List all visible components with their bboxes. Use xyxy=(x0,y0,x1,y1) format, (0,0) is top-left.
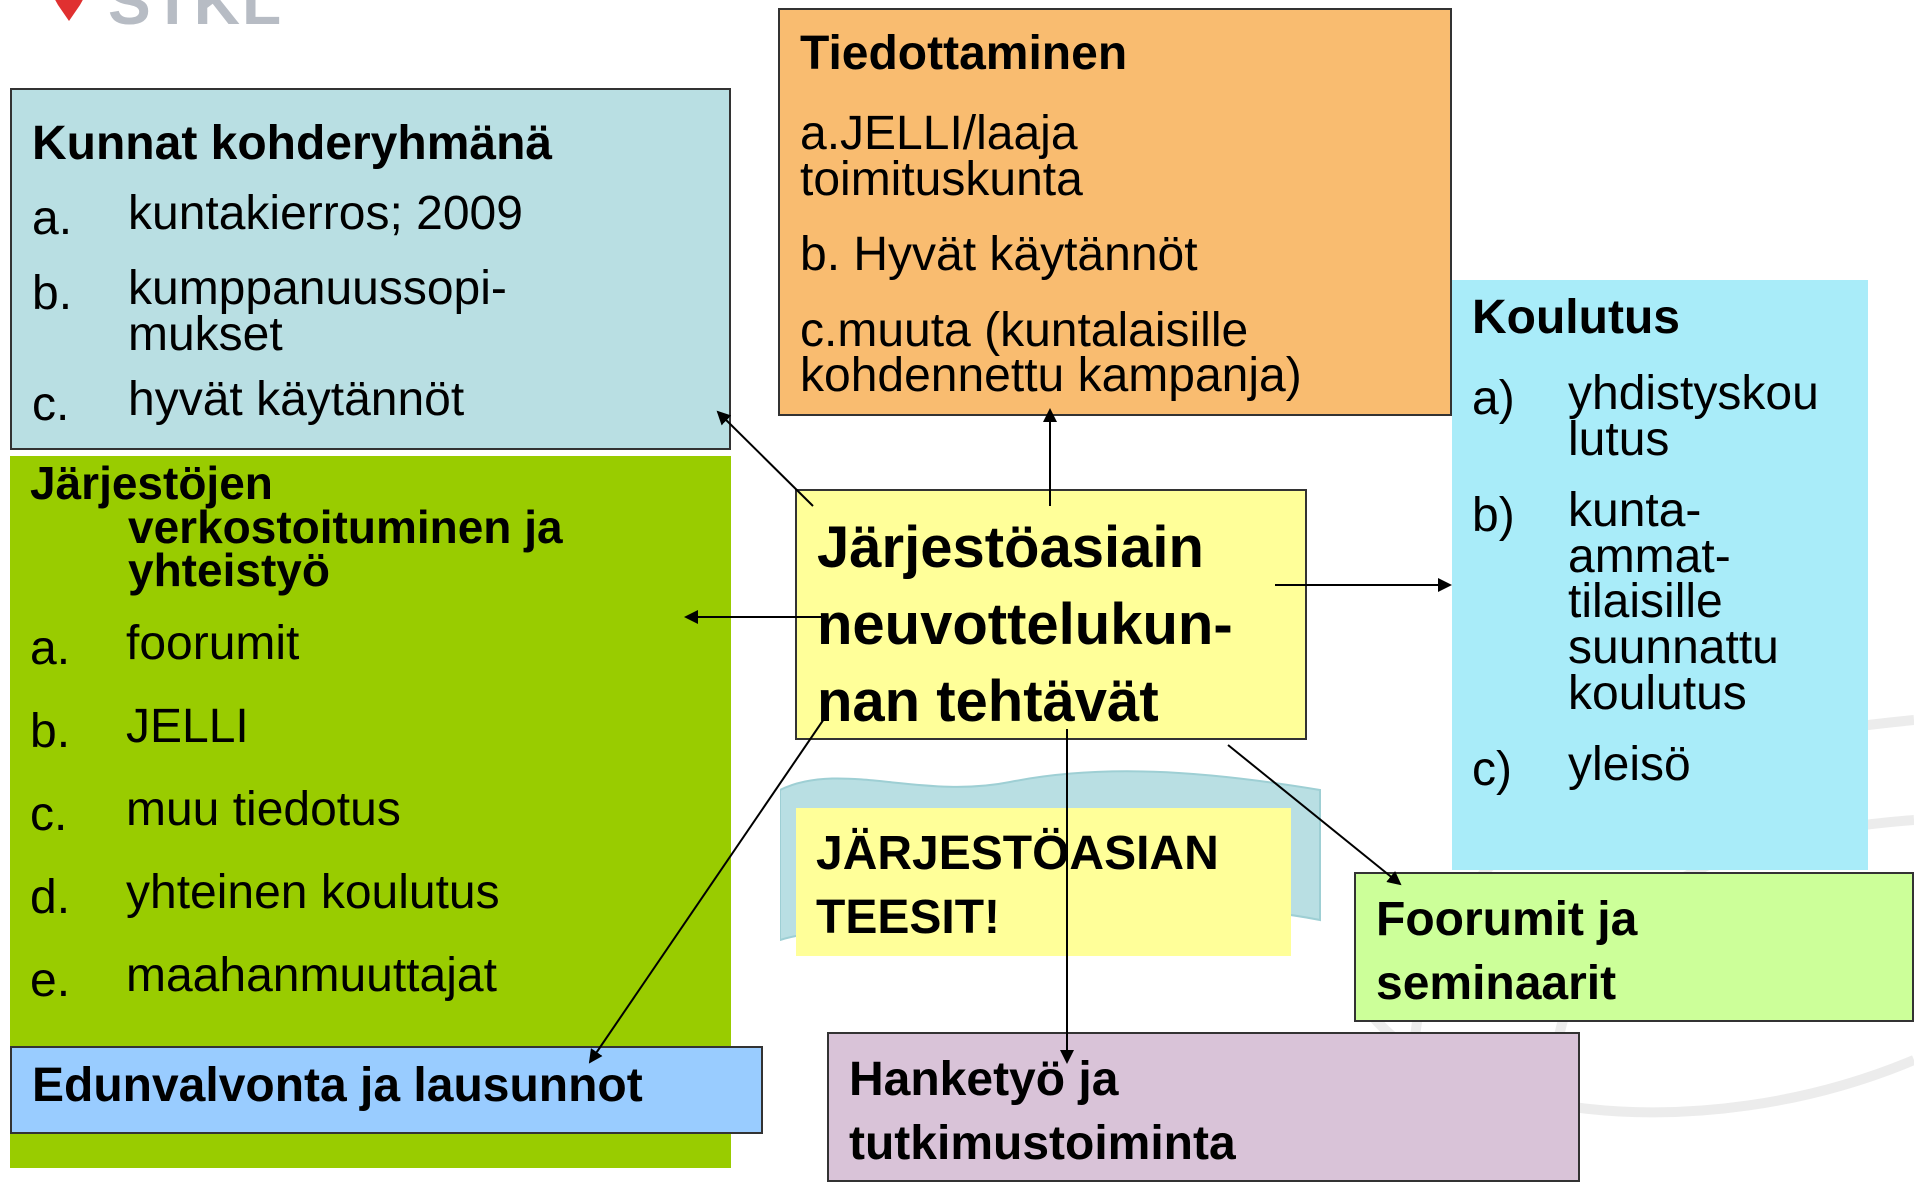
koulutus-item: a) yhdistyskou lutus xyxy=(1472,367,1848,466)
jarjestojen-item-text: maahanmuuttajat xyxy=(126,949,497,1003)
jarjestojen-item-text: JELLI xyxy=(126,700,249,754)
logo-text: STKL xyxy=(108,0,284,38)
kunnat-item: c. hyvät käytännöt xyxy=(32,373,709,432)
kunnat-title: Kunnat kohderyhmänä xyxy=(32,117,553,170)
jarjestojen-item-label: e. xyxy=(30,954,71,1008)
jarjestojen-item-text: yhteinen koulutus xyxy=(126,866,500,920)
tiedottaminen-box: Tiedottaminen a.JELLI/laaja toimituskunt… xyxy=(778,8,1452,416)
arrow-to-edunvalvonta xyxy=(588,715,827,1064)
jarjestojen-title-line: Järjestöjen xyxy=(30,457,273,509)
koulutus-box: Koulutus a) yhdistyskou lutus b) kunta- … xyxy=(1452,280,1868,870)
tiedottaminen-title: Tiedottaminen xyxy=(800,27,1128,80)
jarjestojen-item-label: c. xyxy=(30,788,68,842)
kunnat-item-label: b. xyxy=(32,267,73,320)
jarjestojen-item-label: b. xyxy=(30,705,71,759)
koulutus-item: c) yleisö xyxy=(1472,738,1848,797)
koulutus-title: Koulutus xyxy=(1472,291,1680,344)
center-title: Järjestöasiain neuvottelukun- nan tehtäv… xyxy=(817,515,1233,735)
jarjestojen-item: d. yhteinen koulutus xyxy=(30,866,711,925)
foorumit-box: Foorumit ja seminaarit xyxy=(1354,872,1914,1022)
hanketyo-box: Hanketyö ja tutkimustoiminta xyxy=(827,1032,1580,1182)
kunnat-item-label: a. xyxy=(32,192,73,245)
koulutus-item-text: yleisö xyxy=(1568,738,1691,792)
jarjestojen-item-text: muu tiedotus xyxy=(126,783,401,837)
kunnat-item-label: c. xyxy=(32,378,70,432)
koulutus-item: b) kunta- ammat- tilaisille suunnattu ko… xyxy=(1472,484,1848,720)
arrow-to-foorumit xyxy=(1227,744,1402,886)
jarjestojen-item: a. foorumit xyxy=(30,617,711,676)
kunnat-box: Kunnat kohderyhmänä a. kuntakierros; 200… xyxy=(10,88,731,450)
jarjestojen-item: e. maahanmuuttajat xyxy=(30,949,711,1008)
tiedottaminen-item: c.muuta (kuntalaisille kohdennettu kampa… xyxy=(800,303,1302,403)
tiedottaminen-item: b. Hyvät käytännöt xyxy=(800,228,1198,282)
koulutus-item-text: yhdistyskou lutus xyxy=(1568,367,1819,466)
kunnat-item-text: hyvät käytännöt xyxy=(128,373,465,427)
koulutus-item-label: a) xyxy=(1472,372,1515,425)
jarjestojen-title-line: verkostoituminen ja xyxy=(128,500,563,553)
jarjestojen-title: Järjestöjen verkostoituminen ja yhteisty… xyxy=(30,457,711,597)
kunnat-item-text: kuntakierros; 2009 xyxy=(128,187,523,240)
jarjestojen-title-line: yhteistyö xyxy=(128,544,330,597)
tiedottaminen-item: a.JELLI/laaja toimituskunta xyxy=(800,107,1083,206)
jarjestojen-item: b. JELLI xyxy=(30,700,711,759)
kunnat-item: a. kuntakierros; 2009 xyxy=(32,187,709,246)
teesit-box: JÄRJESTÖASIAN TEESIT! xyxy=(796,808,1291,956)
center-box: Järjestöasiain neuvottelukun- nan tehtäv… xyxy=(795,489,1307,740)
jarjestojen-item-label: a. xyxy=(30,622,71,676)
jarjestojen-item: c. muu tiedotus xyxy=(30,783,711,842)
jarjestojen-item-label: d. xyxy=(30,871,71,925)
koulutus-item-label: c) xyxy=(1472,743,1512,797)
jarjestojen-item-text: foorumit xyxy=(126,617,300,671)
kunnat-item: b. kumppanuussopi- mukset xyxy=(32,262,709,361)
koulutus-item-label: b) xyxy=(1472,489,1515,543)
logo: STKL xyxy=(40,0,283,38)
kunnat-item-text: kumppanuussopi- mukset xyxy=(128,262,507,361)
koulutus-item-text: kunta- ammat- tilaisille suunnattu koulu… xyxy=(1568,484,1779,720)
arrow-to-kunnat xyxy=(716,410,814,507)
edunvalvonta-box: Edunvalvonta ja lausunnot xyxy=(10,1046,763,1134)
stkl-logo-mark-icon xyxy=(55,0,83,21)
